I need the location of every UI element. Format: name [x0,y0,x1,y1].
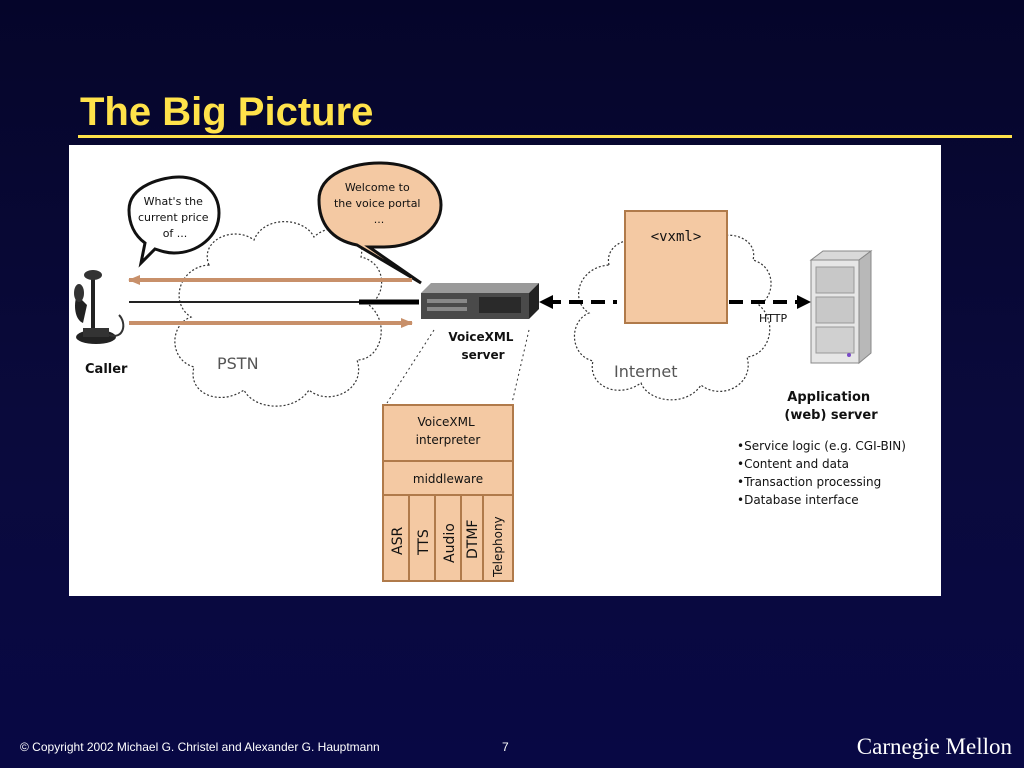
stack-component-dtmf: DTMF [465,520,481,559]
voicexml-stack: VoiceXML interpreter middleware ASR TTS … [382,404,514,582]
vxml-document [624,210,728,324]
svg-text:VoiceXML server: VoiceXML server [448,330,517,362]
svg-text:Application (web) server: Application (web) server [784,390,878,423]
svg-text:•Service logic (e.g. CGI-BIN): •Service logic (e.g. CGI-BIN) •Content a… [737,439,910,507]
app-feature-item: •Service logic (e.g. CGI-BIN) [737,439,906,453]
server-label-line: VoiceXML [448,330,513,344]
slide-title: The Big Picture [80,90,374,134]
portal-speech-bubble: Welcome to the voice portal ... [317,161,443,285]
portal-bubble-line: ... [374,213,385,226]
telephone-icon [74,270,125,344]
internet-label: Internet [614,362,678,381]
caller-speech-bubble: What's the current price of ... [127,175,221,268]
page-number: 7 [502,740,509,754]
pstn-cloud: PSTN [174,221,383,407]
carnegie-mellon-logo: Carnegie Mellon [856,734,1012,759]
svg-text:Welcome to the voice p: Welcome to the voice portal ... [334,181,424,226]
vxml-document-label: <vxml> [651,229,702,245]
stack-component-audio: Audio [442,523,458,563]
portal-bubble-line: Welcome to [345,181,410,194]
title-underline [78,135,1012,138]
app-label-line: Application [787,390,870,405]
caller-label: Caller [85,362,128,377]
interpreter-label-line: VoiceXML [417,415,475,429]
stack-component-tts: TTS [416,529,432,556]
app-feature-item: •Transaction processing [737,475,881,489]
svg-text:VoiceXML interpreter: VoiceXML interpreter [416,415,481,447]
server-label-line: server [461,348,504,362]
interpreter-label-line: interpreter [416,433,481,447]
middleware-label: middleware [413,472,483,486]
app-feature-item: •Content and data [737,457,849,471]
app-label-line: (web) server [784,408,878,423]
caller-bubble-line: current price [138,211,209,224]
svg-text:What's the current pri: What's the current price of ... [138,195,212,240]
caller-bubble-line: of ... [163,227,188,240]
application-server-icon [809,250,873,365]
caller-bubble-line: What's the [144,195,203,208]
stack-component-telephony: Telephony [491,516,505,578]
app-feature-item: •Database interface [737,493,859,507]
http-label: HTTP [759,312,788,325]
stack-component-asr: ASR [390,527,406,555]
portal-bubble-line: the voice portal [334,197,421,210]
footer-copyright: © Copyright 2002 Michael G. Christel and… [20,740,380,754]
pstn-label: PSTN [217,354,259,373]
big-picture-diagram: PSTN Internet Caller What's the current … [69,145,941,596]
voicexml-server-icon [421,283,539,319]
